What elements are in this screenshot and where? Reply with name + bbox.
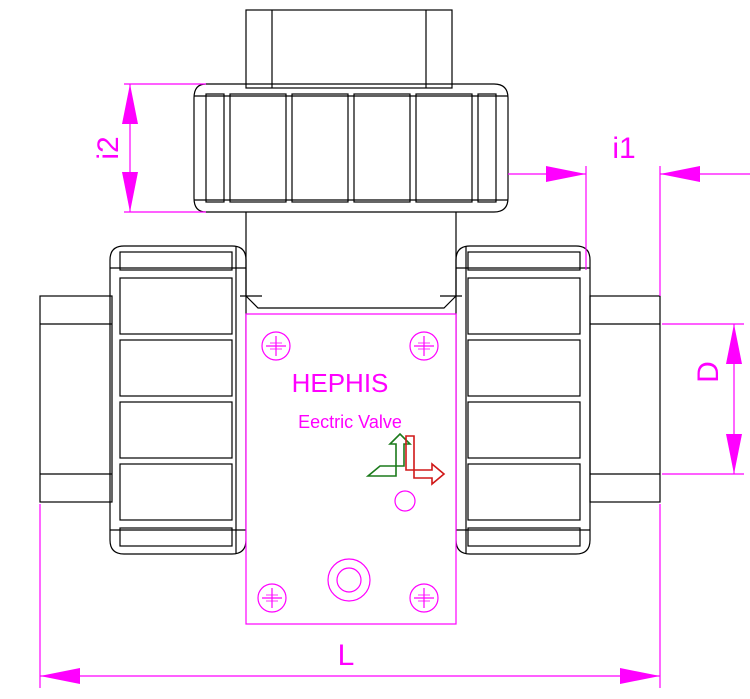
left-pipe-stub <box>39 295 113 503</box>
brand-subtitle: Eectric Valve <box>298 412 402 432</box>
left-union-nut <box>109 245 247 555</box>
dimension-label-i1: i1 <box>612 132 635 165</box>
screw-icon <box>257 583 287 613</box>
dimension-i2 <box>122 83 206 213</box>
dimension-label-D: D <box>692 361 725 383</box>
screw-icon <box>409 583 439 613</box>
dimension-D <box>662 323 744 475</box>
top-union-nut <box>193 83 509 213</box>
indicator-hole <box>394 490 416 512</box>
right-pipe-stub <box>589 295 661 503</box>
dimension-L <box>39 504 661 688</box>
central-body <box>240 212 462 309</box>
top-stem <box>245 9 453 89</box>
actuator-plate <box>245 313 457 625</box>
dimension-label-L: L <box>338 639 355 672</box>
brand-name: HEPHIS <box>292 368 389 398</box>
right-union-nut <box>455 245 591 555</box>
cable-connector <box>327 558 371 602</box>
dimension-label-i2: i2 <box>92 136 125 159</box>
dimension-i1 <box>508 166 750 296</box>
screw-icon <box>261 331 291 361</box>
flow-logo-icon <box>365 432 446 486</box>
screw-icon <box>409 331 439 361</box>
